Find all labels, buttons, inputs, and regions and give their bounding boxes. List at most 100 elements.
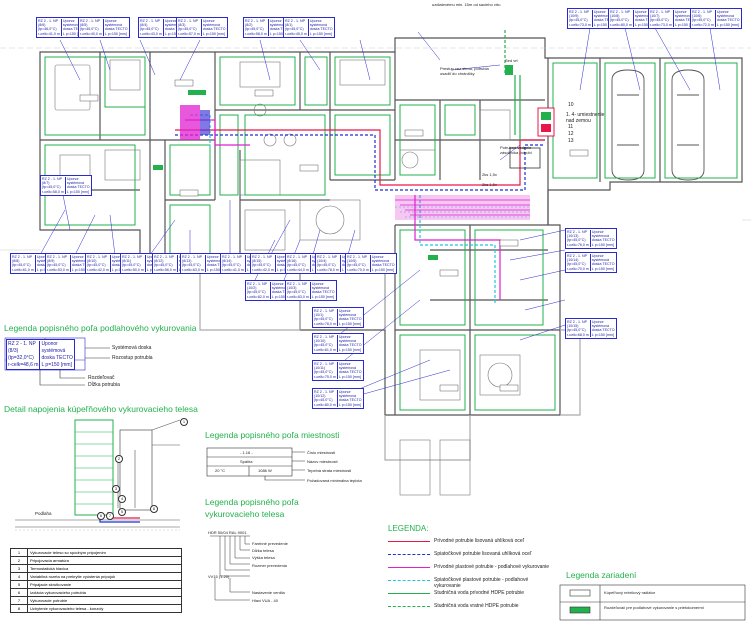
- label-line: (8/11): [122, 258, 132, 263]
- room-label-r1: RZ 2 - 1. NP(8/6)(tp=46,0°C)r-celk=41,0 …: [36, 17, 88, 38]
- label-desc: L p=150 [mm]: [634, 22, 657, 27]
- room-callout: Požadovaná minimálna teplota: [307, 478, 362, 483]
- label-desc: doska TECTO: [66, 185, 90, 190]
- label-line: (tp=45,0°C): [314, 398, 333, 403]
- label-line: (8/4): [140, 22, 148, 27]
- label-desc: systémová: [591, 323, 610, 328]
- room-legend-box: [206, 447, 305, 481]
- label-desc: systémová: [66, 180, 85, 185]
- label-line: (8/5): [80, 22, 88, 27]
- label-desc: L p=150 [mm]: [591, 242, 614, 247]
- label-desc: systémová: [338, 365, 357, 370]
- label-line: (tp=45,0°C): [178, 27, 197, 32]
- num-13: 13: [568, 138, 574, 144]
- label-line: (tp=45,0°C): [42, 185, 61, 190]
- table-cell-text: Pripájacie skrutkovanie: [27, 580, 182, 589]
- label-desc: Uponor: [338, 361, 351, 366]
- label-line: r-celk=53,0 m: [47, 267, 69, 272]
- radiator-callout: Hlavi VUA - 40: [252, 598, 279, 603]
- detail-number-marker: 3: [112, 485, 120, 493]
- room-label-r28: RZ 2 - 1. NP(10/12)(tp=45,0°C)r-celk=80,…: [312, 388, 364, 409]
- label-desc: doska TECTO: [206, 263, 230, 268]
- radiator-callout: Dĺžka telesa: [252, 548, 274, 553]
- label-desc: systémová: [71, 258, 90, 263]
- label-line: RZ 2 - 1. NP: [314, 389, 334, 394]
- label-line: (10/7): [650, 13, 660, 18]
- label-line: (10/6): [692, 13, 702, 18]
- radiator-callout: Výška telesa: [252, 555, 275, 560]
- num-10: 10: [568, 102, 574, 108]
- detail-number-marker: 1: [180, 418, 188, 426]
- detail-number-marker: 8: [150, 505, 158, 513]
- label-desc: L p=150 [mm]: [311, 294, 334, 299]
- label-line: RZ 2 - 1. NP: [314, 308, 334, 313]
- label-line: RZ 2 - 1. NP: [42, 176, 62, 181]
- floor-callout: Rozostup potrubia: [112, 355, 153, 361]
- device-manifold-label: Rozdeľovač pre podlahové vykurovanie s p…: [604, 605, 704, 610]
- label-line: r-celk=68,0 m: [567, 332, 589, 337]
- label-desc: L p=150 [mm]: [338, 402, 361, 407]
- label-line: RZ 2 - 1. NP: [38, 18, 58, 23]
- label-line: (tp=45,0°C): [80, 27, 99, 32]
- label-desc: doska TECTO: [338, 317, 362, 322]
- room-label-r27: RZ 2 - 1. NP(10/11)(tp=45,0°C)r-celk=75,…: [312, 360, 364, 381]
- label-line: RZ 2 - 1. NP: [154, 254, 174, 259]
- room-label-r5: RZ 2 - 1. NP(8/2)(tp=45,0°C)r-celk=58,0 …: [243, 17, 295, 38]
- label-line: RZ 2 - 1. NP: [314, 361, 334, 366]
- label-desc: doska TECTO: [309, 27, 333, 32]
- label-line: (10/1): [314, 312, 324, 317]
- room-label-r6: RZ 2 - 1. NP(8/1)(tp=45,0°C)r-celk=45,0 …: [283, 17, 335, 38]
- label-line: (10/10): [314, 338, 326, 343]
- label-line: (8/7): [42, 180, 50, 185]
- radiator-legend-title-1: Legenda popisného poľa: [205, 497, 299, 507]
- label-line: (tp=45,0°C): [314, 343, 333, 348]
- label-line: (tp=45,0°C): [347, 263, 366, 268]
- legend-line-sample: [388, 554, 430, 555]
- label-desc: doska TECTO: [591, 328, 615, 333]
- label-desc: L p=150 [mm]: [71, 267, 94, 272]
- label-desc: Uponor: [164, 18, 177, 23]
- label-line: (8/6): [38, 22, 46, 27]
- room-label-r30: RZ 2 - 1. NP(10/14)(tp=45,0°C)r-celk=70,…: [565, 252, 617, 273]
- label-line: RZ 2 - 1. NP: [252, 254, 272, 259]
- label-desc: Uponor: [41, 340, 58, 347]
- label-desc: doska TECTO: [593, 18, 617, 23]
- label-line: (10/15): [567, 323, 579, 328]
- label-desc: systémová: [311, 285, 330, 290]
- label-line: (8/10): [87, 258, 97, 263]
- label-line: (tp=45,0°C): [317, 263, 336, 268]
- label-desc: systémová: [202, 22, 221, 27]
- note-dn-a: 2ks 1,5x: [482, 172, 497, 177]
- table-cell-number: 5: [10, 580, 28, 589]
- label-desc: Uponor: [66, 176, 79, 181]
- label-line: r-celk=70,0 m: [347, 267, 369, 272]
- manifold-bundle-center: [395, 195, 530, 220]
- label-line: r-celk=40,0 m: [80, 31, 102, 36]
- top-note: uzdialenému min. 15m od sacieho vrtu: [432, 2, 501, 7]
- legend-line-sample: [388, 567, 430, 568]
- label-line: RZ 2 - 1. NP: [247, 281, 267, 286]
- label-line: RZ 2 - 1. NP: [87, 254, 107, 259]
- label-desc: doska TECTO: [674, 18, 698, 23]
- note-prestup: Prestup cez stenu, potrubia osadiť do ch…: [440, 66, 489, 76]
- table-cell-text: Vykurovacie teleso so spodným pripojením: [27, 548, 182, 557]
- label-line: (8/3): [178, 22, 186, 27]
- legend-line-sample: [388, 593, 430, 594]
- label-desc: L p=150 [mm]: [674, 22, 697, 27]
- label-desc: doska TECTO: [591, 262, 615, 267]
- label-line: (tp=45,0°C): [252, 263, 271, 268]
- label-line: RZ 2 - 1. NP: [314, 334, 334, 339]
- label-desc: L p=150 [mm]: [593, 22, 616, 27]
- label-line: (tp=45,0°C): [650, 18, 669, 23]
- label-line: RZ 2 - 1. NP: [12, 254, 32, 259]
- label-line: (tp=45,0°C): [567, 328, 586, 333]
- label-desc: Uponor: [591, 253, 604, 258]
- label-line: r-celk=75,0 m: [314, 374, 336, 379]
